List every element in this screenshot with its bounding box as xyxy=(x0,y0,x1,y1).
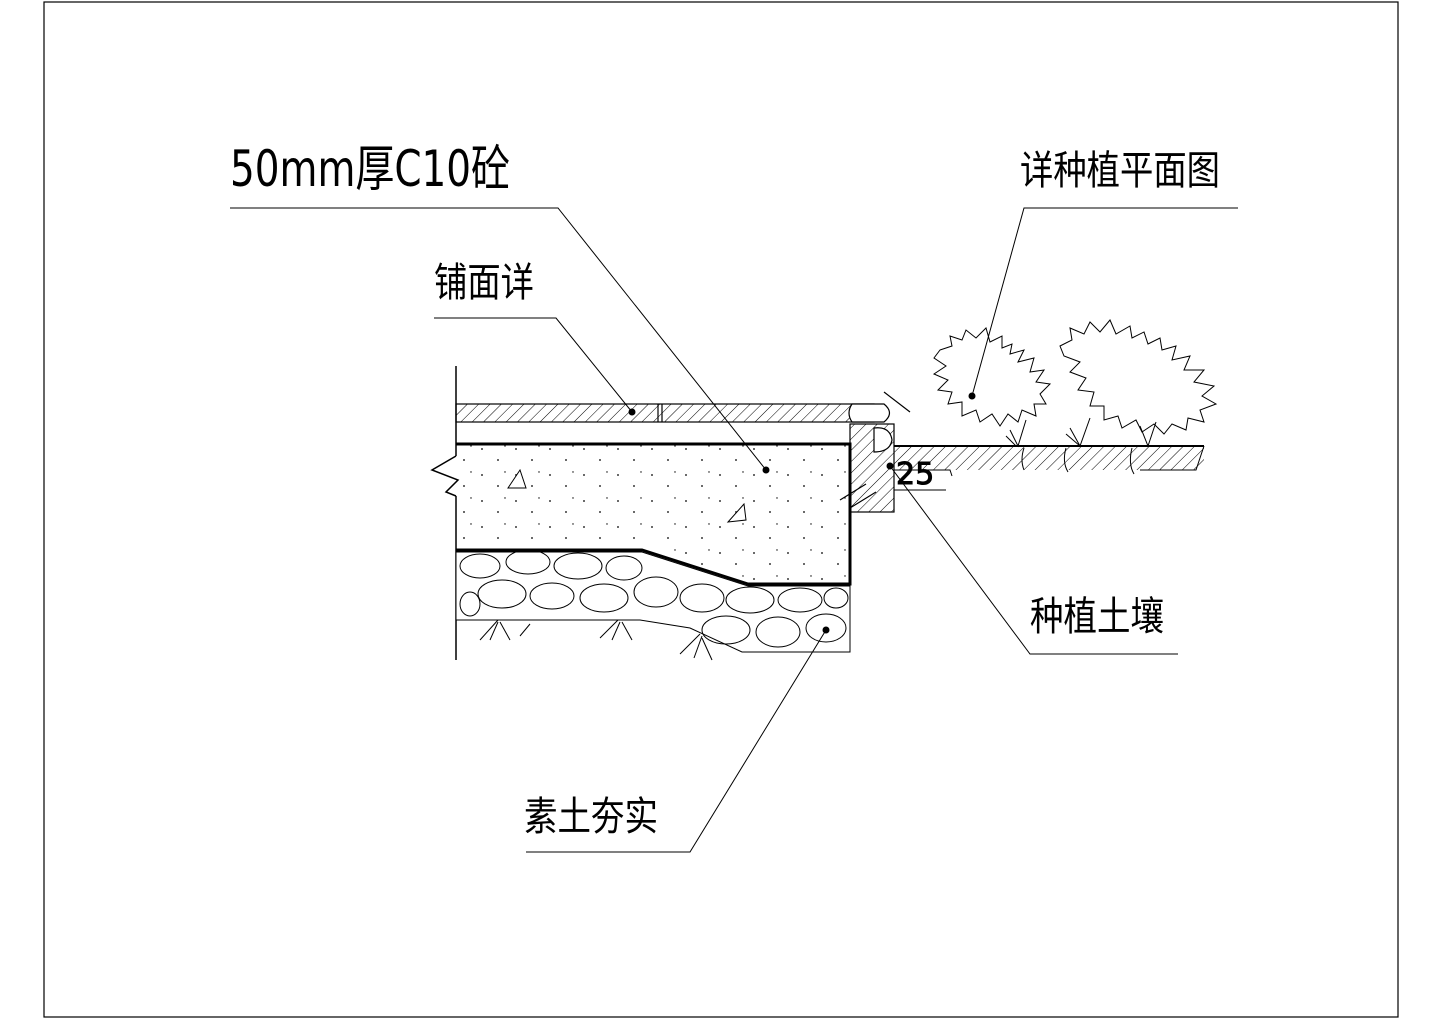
label-paving: 铺面详 xyxy=(434,260,534,306)
paving-layer xyxy=(455,403,891,423)
concrete-layer xyxy=(456,442,852,586)
dimension-marker: 25 xyxy=(894,445,946,493)
leader-lines xyxy=(230,207,1238,853)
label-planting-plan: 详种植平面图 xyxy=(1020,148,1220,194)
label-planting-soil: 种植土壤 xyxy=(1030,594,1164,640)
dimension-label: 25 xyxy=(896,457,934,492)
label-concrete: 50mm厚C10砼 xyxy=(230,140,510,198)
label-rammed-earth: 素土夯实 xyxy=(524,794,658,840)
gravel-base xyxy=(455,549,851,653)
drawing-frame xyxy=(43,1,1399,1018)
leader-dots xyxy=(628,392,976,634)
section-left-boundary xyxy=(430,366,460,660)
rammed-earth-marks xyxy=(479,619,713,661)
planting-ground xyxy=(894,445,1205,477)
shrub-icon xyxy=(932,319,1218,448)
